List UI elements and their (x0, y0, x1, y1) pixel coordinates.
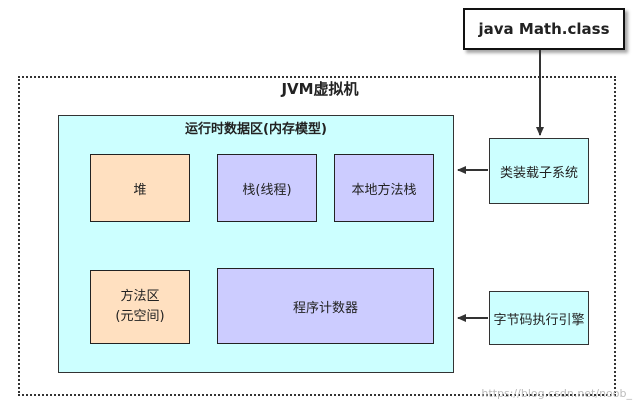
method-area-sublabel: (元空间) (115, 309, 165, 324)
native-method-stack-box: 本地方法栈 (334, 154, 434, 222)
jvm-title: JVM虚拟机 (281, 80, 359, 98)
watermark-text: https://blog.csdn.net/noob_ (481, 387, 632, 400)
class-loader-box: 类装载子系统 (489, 138, 589, 204)
execution-engine-box: 字节码执行引擎 (489, 291, 589, 345)
heap-box: 堆 (90, 154, 190, 222)
runtime-data-area-title: 运行时数据区(内存模型) (185, 122, 327, 137)
method-area-box: 方法区 (元空间) (90, 270, 190, 344)
jvm-frame (18, 76, 616, 396)
program-counter-box: 程序计数器 (217, 268, 434, 344)
stack-box: 栈(线程) (217, 154, 317, 222)
class-file-box: java Math.class (463, 8, 625, 50)
method-area-label: 方法区 (120, 289, 160, 304)
